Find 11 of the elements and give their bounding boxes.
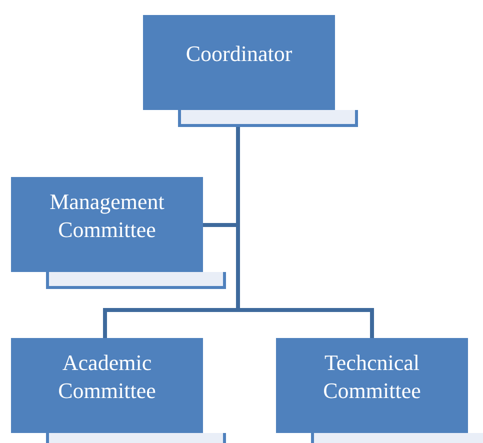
node-title: Coordinator (186, 40, 292, 68)
name-plate (178, 110, 358, 127)
org-box (11, 177, 203, 272)
connector-line (236, 127, 374, 338)
org-box (276, 338, 468, 433)
name-plate (46, 272, 226, 289)
org-box (11, 338, 203, 433)
node-title: Management Committee (48, 188, 166, 244)
node-title: Academic Committee (57, 348, 157, 404)
org-box (143, 15, 335, 110)
node-title: Techcnical Committee (322, 348, 422, 404)
